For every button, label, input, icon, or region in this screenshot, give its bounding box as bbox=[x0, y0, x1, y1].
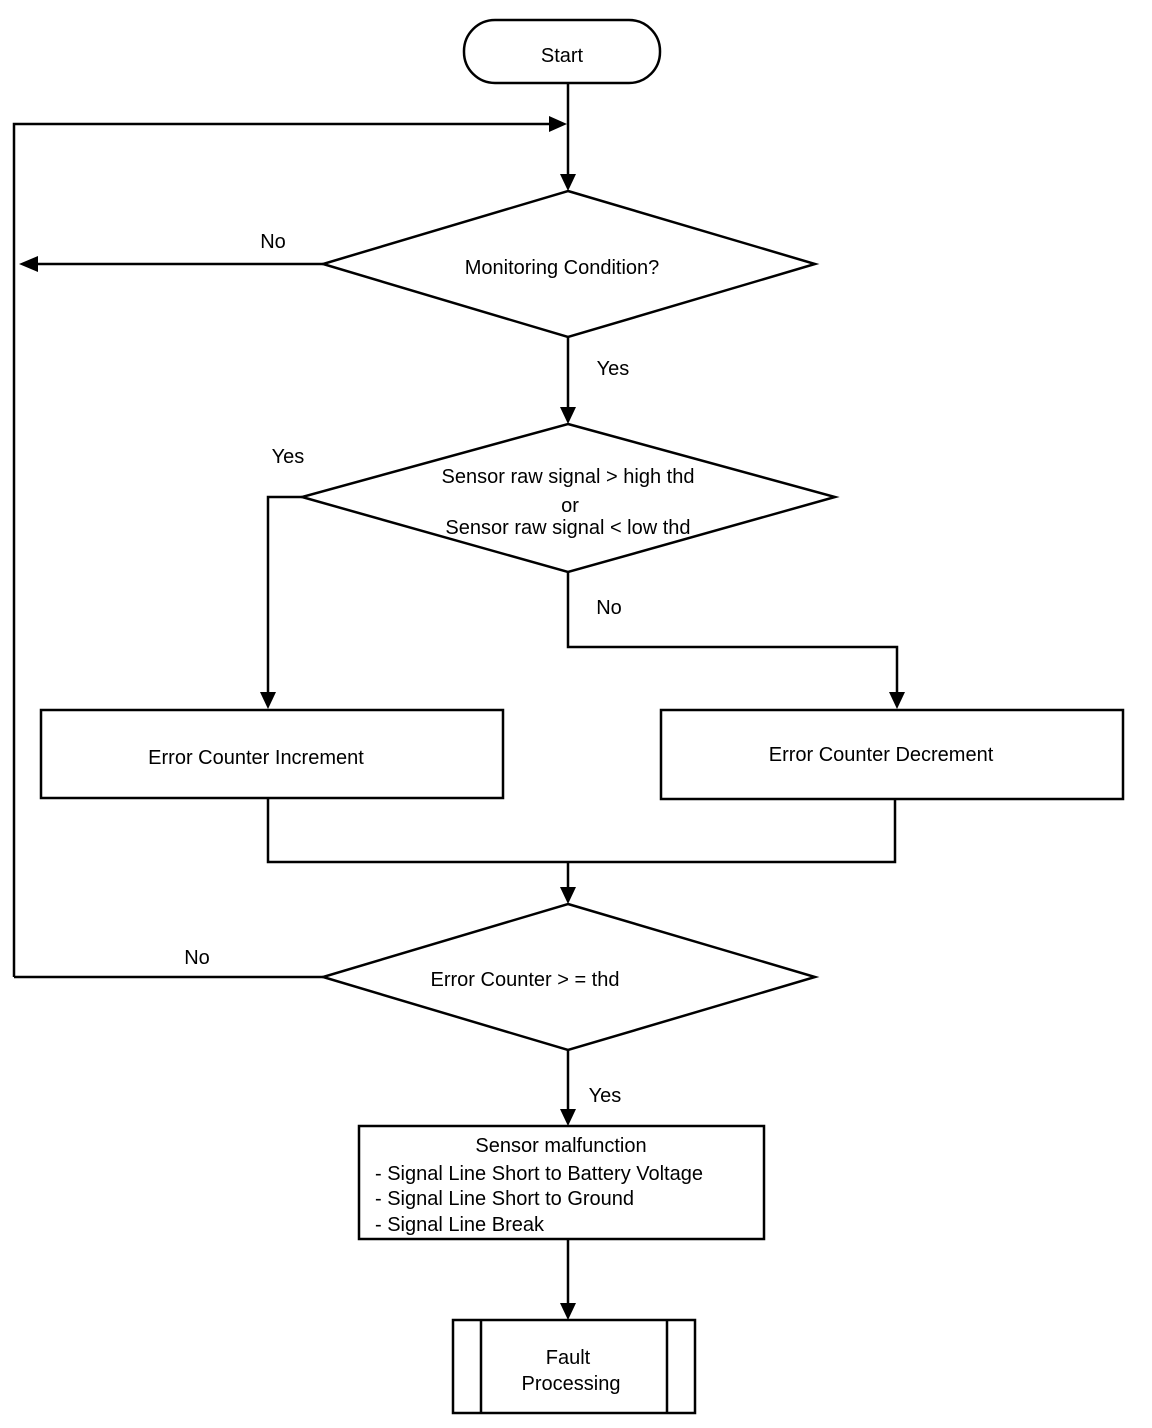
arrowhead bbox=[260, 692, 276, 709]
edge-loop-back bbox=[12, 122, 552, 264]
sensor-malfunction-box bbox=[357, 1124, 766, 1241]
fault-processing-line2: Processing bbox=[522, 1373, 621, 1395]
sensor-check-line1: Sensor raw signal > high thd bbox=[442, 466, 695, 488]
error-counter-decrement-box bbox=[659, 708, 1125, 801]
error-counter-decrement-label: Error Counter Decrement bbox=[769, 744, 994, 766]
edge-label-counter-yes: Yes bbox=[589, 1085, 622, 1107]
arrowhead bbox=[560, 174, 576, 191]
sensor-malfunction-item: - Signal Line Short to Ground bbox=[375, 1188, 634, 1210]
sensor-malfunction-title: Sensor malfunction bbox=[475, 1135, 646, 1157]
sensor-malfunction-item: - Signal Line Short to Battery Voltage bbox=[375, 1163, 703, 1185]
edge-sensor-yes bbox=[266, 495, 302, 694]
start-label: Start bbox=[541, 45, 584, 67]
error-counter-threshold-label: Error Counter > = thd bbox=[431, 969, 620, 991]
start-terminal bbox=[462, 18, 662, 85]
error-counter-increment-box bbox=[39, 708, 505, 800]
edge-label-counter-no: No bbox=[184, 947, 210, 969]
arrowhead bbox=[560, 1109, 576, 1126]
edge-sensor-no bbox=[566, 572, 899, 694]
arrowhead bbox=[560, 1303, 576, 1320]
fault-processing-box bbox=[451, 1318, 697, 1415]
monitoring-condition-label: Monitoring Condition? bbox=[465, 257, 660, 279]
edge-label-monitoring-no: No bbox=[260, 231, 286, 253]
error-counter-increment-label: Error Counter Increment bbox=[148, 747, 364, 769]
sensor-check-line3: Sensor raw signal < low thd bbox=[445, 517, 690, 539]
arrowhead bbox=[889, 692, 905, 709]
edge-label-sensor-no: No bbox=[596, 597, 622, 619]
arrowhead bbox=[560, 407, 576, 424]
fault-processing-line1: Fault bbox=[546, 1347, 591, 1369]
sensor-malfunction-item: - Signal Line Break bbox=[375, 1214, 545, 1236]
edge-label-sensor-yes: Yes bbox=[272, 446, 305, 468]
sensor-check-line2: or bbox=[561, 495, 579, 517]
arrowhead bbox=[19, 256, 38, 272]
arrowhead bbox=[549, 116, 567, 132]
arrowhead bbox=[560, 887, 576, 904]
edge-label-monitoring-yes: Yes bbox=[597, 358, 630, 380]
edge-merge bbox=[266, 798, 897, 864]
